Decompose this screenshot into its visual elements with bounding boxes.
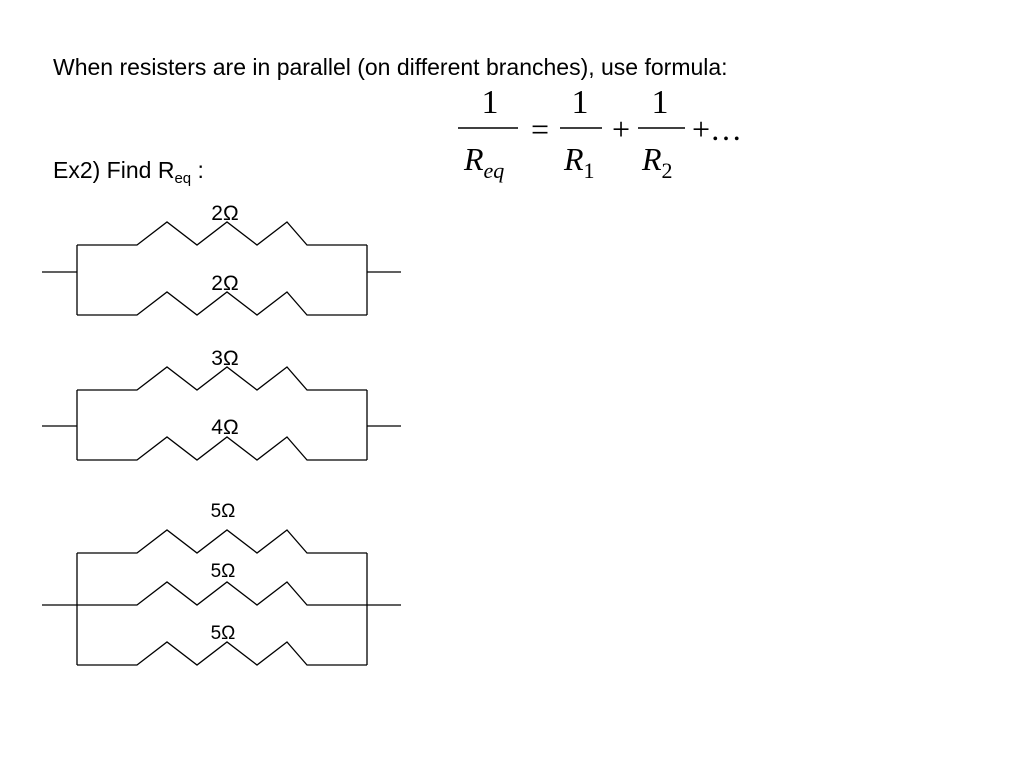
circuit-3-resistor-1 — [77, 529, 367, 554]
circuit-2-resistor-2 — [77, 436, 367, 461]
term1-subscript: 1 — [584, 158, 595, 183]
circuit-3-resistor-3-label: 5Ω — [211, 623, 236, 644]
term1-denominator: R1 — [563, 141, 595, 183]
circuit-1-resistor-2 — [77, 291, 367, 316]
intro-text: When resisters are in parallel (on diffe… — [53, 54, 728, 80]
example-prefix: Ex2) Find R — [53, 157, 175, 183]
circuit-2 — [42, 366, 401, 461]
plus-sign: + — [612, 111, 630, 147]
circuit-1-resistor-1 — [77, 221, 367, 246]
circuit-1-resistor-2-label: 2Ω — [211, 272, 238, 295]
circuit-1-resistor-1-label: 2Ω — [211, 202, 238, 225]
circuit-1 — [42, 221, 401, 316]
circuit-2-resistor-1-label: 3Ω — [211, 347, 238, 370]
example-prompt: Ex2) Find Req : — [53, 157, 204, 187]
term2-denominator: R2 — [641, 141, 673, 183]
circuit-2-resistor-1 — [77, 366, 367, 391]
example-suffix: : — [191, 157, 204, 183]
trailing-terms: +… — [692, 111, 742, 147]
circuit-3 — [42, 529, 401, 666]
circuit-3-resistor-1-label: 5Ω — [211, 501, 236, 522]
lhs-numerator: 1 — [482, 84, 499, 121]
example-subscript: eq — [174, 170, 192, 187]
term1-symbol: R — [563, 141, 584, 177]
term1-numerator: 1 — [572, 84, 589, 121]
parallel-formula: 1 Req = 1 R1 + 1 R2 +… — [440, 80, 770, 195]
equals-sign: = — [531, 111, 549, 147]
term2-numerator: 1 — [652, 84, 669, 121]
lhs-denominator: Req — [463, 141, 504, 183]
circuit-3-resistor-2-label: 5Ω — [211, 561, 236, 582]
circuit-3-resistor-2 — [77, 581, 367, 606]
circuit-2-resistor-2-label: 4Ω — [211, 416, 238, 439]
term2-subscript: 2 — [662, 158, 673, 183]
lhs-symbol: R — [463, 141, 484, 177]
lhs-subscript: eq — [484, 158, 505, 183]
circuit-3-resistor-3 — [77, 641, 367, 666]
formula-svg: 1 Req = 1 R1 + 1 R2 +… — [458, 84, 742, 183]
term2-symbol: R — [641, 141, 662, 177]
